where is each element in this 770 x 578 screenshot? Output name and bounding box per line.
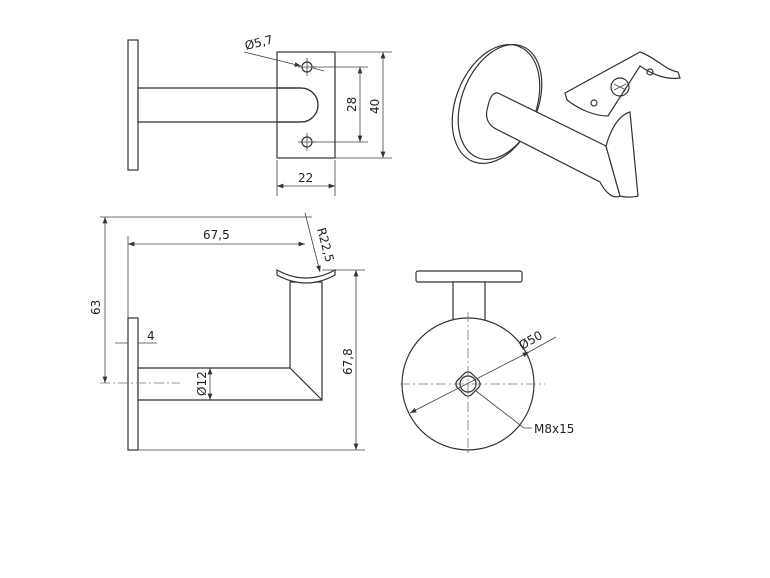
tube [137, 281, 323, 401]
side-view: Ø50 M8x15 [400, 270, 574, 455]
tube [452, 281, 486, 323]
top-view: Ø5,7 28 40 22 [127, 32, 392, 196]
saddle [276, 268, 336, 284]
tube [137, 87, 319, 123]
dim-hole-spacing: 28 [345, 97, 359, 112]
dim-hole-diameter: Ø5,7 [243, 32, 274, 52]
dim-disc-diameter: Ø50 [517, 328, 545, 352]
dim-thread: M8x15 [534, 422, 574, 436]
isometric-view [451, 43, 681, 198]
saddle-plate [276, 51, 336, 159]
dim-tube-diameter: Ø12 [195, 371, 209, 396]
thread-hole [455, 371, 481, 397]
wall-plate [127, 317, 139, 451]
tube [485, 92, 621, 198]
front-view: 63 67,5 R22,5 4 Ø12 67,8 [89, 212, 365, 451]
dim-plate-width: 22 [298, 171, 313, 185]
dim-length: 67,5 [203, 228, 230, 242]
saddle-plate [415, 270, 523, 283]
dim-radius: R22,5 [314, 226, 337, 263]
dim-total-height: 67,8 [341, 348, 355, 375]
wall-plate [127, 39, 139, 171]
dim-plate-height: 40 [368, 99, 382, 114]
saddle-plate [564, 51, 681, 117]
dim-plate-thickness: 4 [147, 329, 155, 343]
dim-height-center: 63 [89, 300, 103, 315]
